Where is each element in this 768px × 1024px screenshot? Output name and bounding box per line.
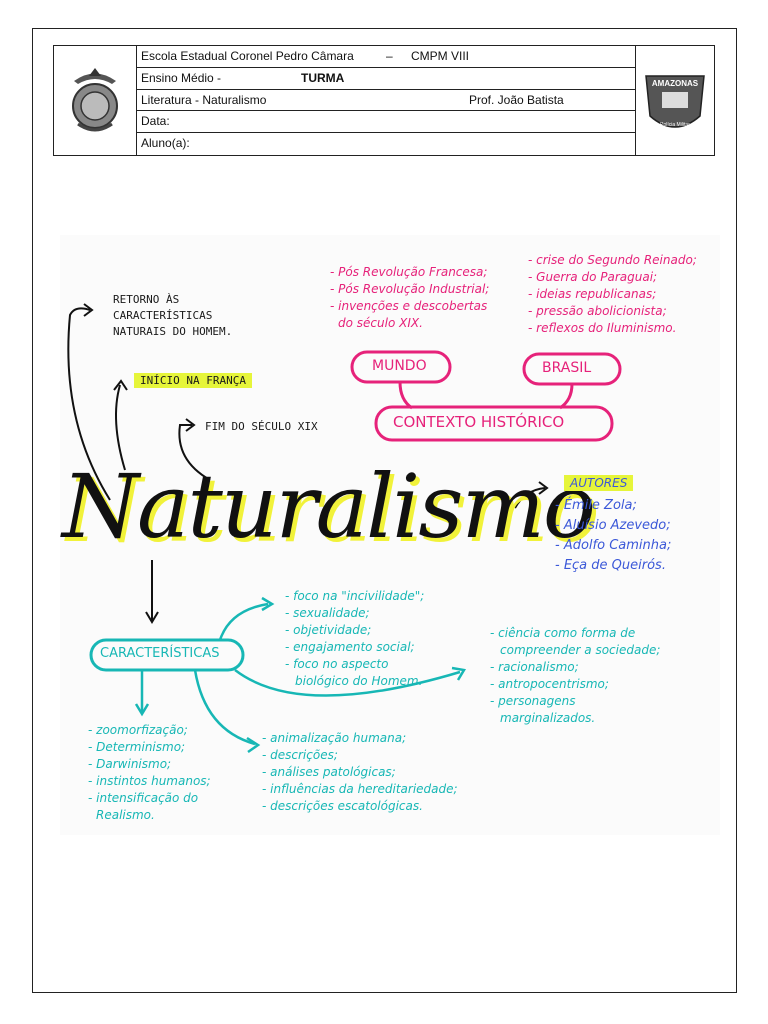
inicio-label: INÍCIO NA FRANÇA bbox=[134, 373, 252, 388]
police-badge: AMAZONAS Polícia Militar bbox=[635, 46, 714, 155]
author-item: - Eça de Queirós. bbox=[555, 558, 666, 573]
header-row-date: Data: bbox=[136, 111, 636, 134]
characteristic-item: - zoomorfização; bbox=[88, 723, 188, 737]
mundo-list: - Pós Revolução Francesa; - Pós Revoluçã… bbox=[330, 264, 489, 332]
autores-heading: AUTORES bbox=[564, 475, 634, 491]
characteristic-item: - intensificação do bbox=[88, 791, 199, 805]
characteristic-item: - ciência como forma de bbox=[490, 626, 636, 640]
characteristic-item: - instintos humanos; bbox=[88, 774, 211, 788]
retorno-line: NATURAIS DO HOMEM. bbox=[113, 325, 233, 338]
inicio-note: INÍCIO NA FRANÇA bbox=[134, 373, 252, 388]
mundo-label: MUNDO bbox=[372, 358, 427, 374]
characteristic-item: - descrições escatológicas. bbox=[262, 799, 423, 813]
school-name: Escola Estadual Coronel Pedro Câmara bbox=[141, 49, 354, 63]
fim-note: FIM DO SÉCULO XIX bbox=[205, 420, 318, 433]
crest-icon bbox=[72, 68, 118, 132]
brasil-label: BRASIL bbox=[542, 360, 592, 376]
characteristic-item: - animalização humana; bbox=[262, 731, 407, 745]
characteristic-item: - análises patológicas; bbox=[262, 765, 396, 779]
badge-icon: AMAZONAS Polícia Militar bbox=[645, 75, 705, 128]
author-item: - Émile Zola; bbox=[555, 498, 637, 513]
autores-label: AUTORES bbox=[564, 475, 634, 491]
school-crest bbox=[54, 46, 137, 155]
date-label: Data: bbox=[141, 114, 170, 129]
characteristic-item: - objetividade; bbox=[285, 623, 372, 637]
main-title: Naturalismo bbox=[62, 455, 596, 558]
retorno-note: RETORNO ÀS CARACTERÍSTICAS NATURAIS DO H… bbox=[113, 292, 232, 340]
mundo-item: - Pós Revolução Francesa; bbox=[330, 265, 488, 279]
author-item: - Adolfo Caminha; bbox=[555, 538, 672, 553]
brasil-item: - reflexos do Iluminismo. bbox=[528, 321, 677, 335]
brasil-list: - crise do Segundo Reinado; - Guerra do … bbox=[528, 252, 697, 337]
characteristic-item: - foco na "incivilidade"; bbox=[285, 589, 425, 603]
characteristic-item: - influências da hereditariedade; bbox=[262, 782, 458, 796]
header-row-level: Ensino Médio - TURMA bbox=[136, 68, 636, 90]
characteristic-item: - sexualidade; bbox=[285, 606, 370, 620]
characteristic-item: Realismo. bbox=[96, 808, 155, 822]
brasil-item: - pressão abolicionista; bbox=[528, 304, 667, 318]
student-label: Aluno(a): bbox=[141, 136, 190, 151]
author-item: - Aluísio Azevedo; bbox=[555, 518, 671, 533]
page-border bbox=[32, 28, 737, 993]
retorno-line: RETORNO ÀS bbox=[113, 293, 180, 306]
characteristics-mid-list: - animalização humana; - descrições; - a… bbox=[262, 730, 458, 815]
autores-list: - Émile Zola; - Aluísio Azevedo; - Adolf… bbox=[555, 496, 671, 576]
characteristic-item: - Determinismo; bbox=[88, 740, 186, 754]
school-header: Escola Estadual Coronel Pedro Câmara – C… bbox=[53, 45, 715, 156]
mundo-item: - invenções e descobertas bbox=[330, 299, 488, 313]
characteristic-item: compreender a sociedade; bbox=[500, 643, 661, 657]
characteristics-right-list: - ciência como forma de compreender a so… bbox=[490, 625, 660, 727]
level-label: Ensino Médio - bbox=[141, 70, 222, 85]
mind-map-background bbox=[60, 235, 720, 835]
svg-text:AMAZONAS: AMAZONAS bbox=[652, 79, 699, 88]
teacher-label: Prof. João Batista bbox=[469, 92, 564, 107]
school-code: CMPM VIII bbox=[411, 49, 470, 63]
characteristic-item: - descrições; bbox=[262, 748, 338, 762]
characteristic-item: - Darwinismo; bbox=[88, 757, 172, 771]
characteristic-item: - foco no aspecto bbox=[285, 657, 389, 671]
class-label: TURMA bbox=[301, 70, 345, 85]
header-row-school: Escola Estadual Coronel Pedro Câmara – C… bbox=[136, 46, 636, 68]
mundo-item: - Pós Revolução Industrial; bbox=[330, 282, 490, 296]
brasil-item: - crise do Segundo Reinado; bbox=[528, 253, 697, 267]
caracteristicas-label: CARACTERÍSTICAS bbox=[100, 646, 220, 661]
characteristic-item: marginalizados. bbox=[500, 711, 596, 725]
retorno-line: CARACTERÍSTICAS bbox=[113, 309, 213, 322]
brasil-item: - ideias republicanas; bbox=[528, 287, 657, 301]
svg-text:Polícia Militar: Polícia Militar bbox=[660, 122, 690, 128]
subject-label: Literatura - Naturalismo bbox=[141, 92, 267, 107]
header-row-student: Aluno(a): bbox=[136, 133, 636, 155]
characteristic-item: biológico do Homem. bbox=[295, 674, 423, 688]
characteristic-item: - personagens bbox=[490, 694, 576, 708]
characteristics-left-list: - zoomorfização; - Determinismo; - Darwi… bbox=[88, 722, 211, 824]
characteristic-item: - racionalismo; bbox=[490, 660, 579, 674]
mundo-item: do século XIX. bbox=[338, 316, 423, 330]
header-row-subject: Literatura - Naturalismo Prof. João Bati… bbox=[136, 90, 636, 112]
school-dash: – bbox=[386, 49, 393, 63]
characteristic-item: - engajamento social; bbox=[285, 640, 415, 654]
characteristic-item: - antropocentrismo; bbox=[490, 677, 609, 691]
brasil-item: - Guerra do Paraguai; bbox=[528, 270, 658, 284]
contexto-label: CONTEXTO HISTÓRICO bbox=[393, 413, 565, 431]
characteristics-top-list: - foco na "incivilidade"; - sexualidade;… bbox=[285, 588, 424, 690]
